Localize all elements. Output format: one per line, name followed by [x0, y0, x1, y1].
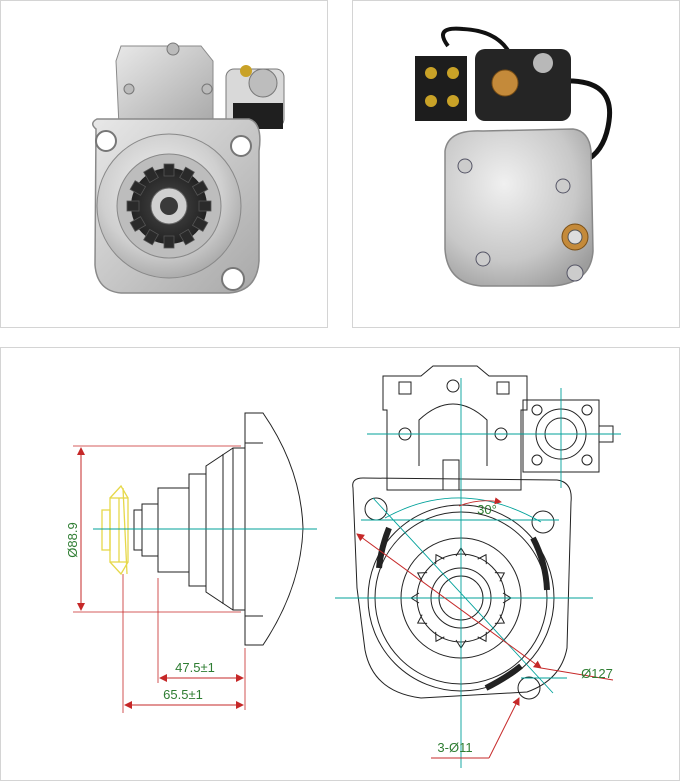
dimension-holes: 3-Ø11	[431, 697, 520, 759]
front-product-photo	[0, 0, 328, 328]
pinion-gear	[126, 163, 212, 249]
dimension-bolt-circle: Ø127	[356, 533, 614, 681]
starter-front-image	[92, 42, 285, 294]
dim-label-length-gear: 47.5±1	[175, 660, 215, 675]
drawing-canvas: Ø88.9 47.5±1 65.5±1	[65, 365, 621, 768]
dim-label-diameter-pilot: Ø88.9	[65, 522, 80, 557]
pinion-highlight	[101, 484, 129, 576]
dim-label-angle: 30°	[477, 502, 497, 517]
dim-label-length-total: 65.5±1	[163, 687, 203, 702]
dimension-diameter-pilot: Ø88.9	[65, 445, 241, 613]
dimension-angle: 30°	[458, 497, 502, 517]
front-view	[352, 365, 614, 700]
technical-drawing: Ø88.9 47.5±1 65.5±1	[0, 347, 680, 781]
dim-label-bolt-circle: Ø127	[581, 666, 613, 681]
dim-label-holes: 3-Ø11	[437, 740, 472, 755]
starter-rear-image	[415, 26, 613, 287]
dimension-length-total: 65.5±1	[122, 574, 244, 713]
dimension-length-gear: 47.5±1	[157, 578, 246, 710]
rear-product-photo	[352, 0, 680, 328]
